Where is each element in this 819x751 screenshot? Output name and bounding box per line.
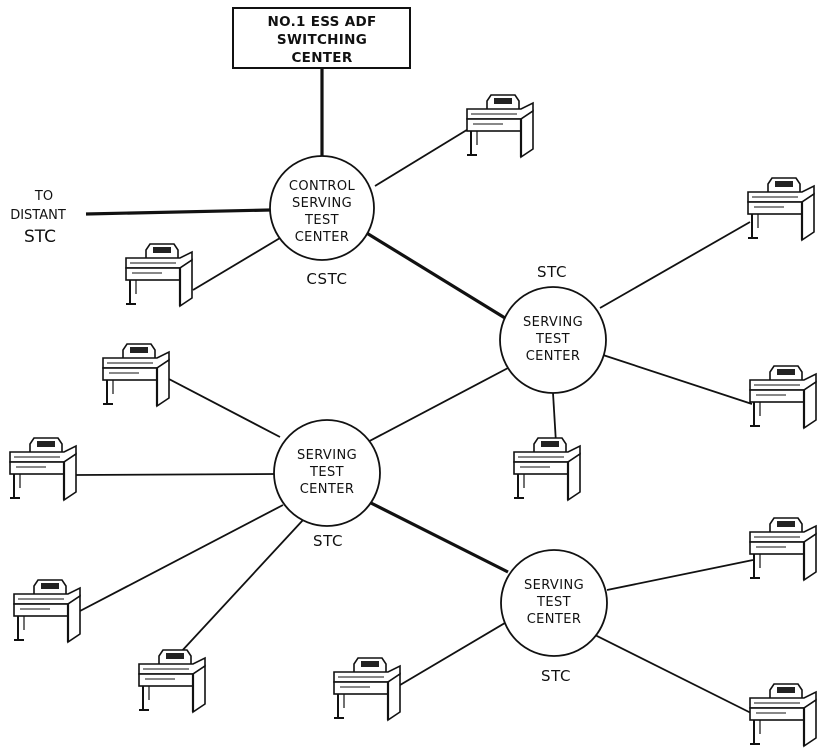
stc-c-tag: STC bbox=[541, 667, 571, 685]
switching-center-rect bbox=[232, 7, 411, 69]
stc-a-line-3: CENTER bbox=[526, 349, 581, 364]
link-stc-c-terminal-1 bbox=[606, 559, 754, 591]
distant-stc-label: TO DISTANT STC bbox=[10, 189, 66, 247]
control-serving-test-center: CONTROL SERVING TEST CENTER CSTC bbox=[269, 155, 375, 288]
switching-center-line-2: SWITCHING bbox=[277, 32, 367, 48]
serving-test-center-b: SERVING TEST CENTER STC bbox=[273, 419, 381, 550]
distant-line-2: DISTANT bbox=[10, 208, 66, 223]
stc-b-line-3: CENTER bbox=[300, 482, 355, 497]
serving-test-center-c: SERVING TEST CENTER STC bbox=[500, 549, 608, 685]
cstc-line-4: CENTER bbox=[295, 230, 350, 245]
teletypewriter-terminal-icon bbox=[748, 364, 818, 430]
cstc-tag: CSTC bbox=[306, 270, 347, 288]
link-cstc-terminal-1 bbox=[374, 127, 471, 187]
teletypewriter-terminal-icon bbox=[124, 242, 194, 308]
link-stc-b-terminal-1 bbox=[166, 377, 281, 438]
stc-b-line-1: SERVING bbox=[297, 448, 357, 463]
teletypewriter-terminal-icon bbox=[137, 648, 207, 714]
teletypewriter-terminal-icon bbox=[748, 516, 818, 582]
link-cstc-stc-a bbox=[364, 230, 506, 320]
teletypewriter-terminal-icon bbox=[748, 682, 818, 748]
cstc-circle bbox=[269, 155, 375, 261]
cstc-line-1: CONTROL bbox=[289, 179, 356, 194]
distant-line-1: TO bbox=[34, 189, 53, 204]
teletypewriter-terminal-icon bbox=[465, 93, 535, 159]
stc-c-line-1: SERVING bbox=[524, 578, 584, 593]
cstc-line-2: SERVING bbox=[292, 196, 352, 211]
teletypewriter-terminal-icon bbox=[12, 578, 82, 644]
teletypewriter-terminal-icon bbox=[8, 436, 78, 502]
distant-line-3: STC bbox=[24, 227, 56, 247]
stc-b-line-2: TEST bbox=[309, 465, 344, 480]
terminals bbox=[8, 93, 818, 748]
link-stc-a-stc-b bbox=[361, 367, 509, 446]
link-stc-b-terminal-2 bbox=[75, 473, 277, 476]
stc-a-circle bbox=[499, 286, 607, 394]
connection-lines bbox=[75, 68, 756, 716]
teletypewriter-terminal-icon bbox=[332, 656, 402, 722]
link-distant-cstc bbox=[85, 208, 271, 216]
stc-b-circle bbox=[273, 419, 381, 527]
link-stc-a-terminal-2 bbox=[602, 354, 753, 405]
stc-a-line-2: TEST bbox=[535, 332, 570, 347]
switching-center-line-1: NO.1 ESS ADF bbox=[268, 14, 377, 30]
link-stc-a-terminal-1 bbox=[599, 221, 751, 309]
stc-c-line-2: TEST bbox=[536, 595, 571, 610]
stc-a-line-1: SERVING bbox=[523, 315, 583, 330]
teletypewriter-terminal-icon bbox=[101, 342, 171, 408]
link-stc-c-terminal-3 bbox=[592, 633, 756, 716]
stc-b-tag: STC bbox=[313, 532, 343, 550]
serving-test-center-a: STC SERVING TEST CENTER bbox=[499, 263, 607, 394]
link-stc-b-terminal-3 bbox=[79, 504, 284, 612]
link-cstc-terminal-2 bbox=[192, 237, 281, 291]
stc-c-circle bbox=[500, 549, 608, 657]
switching-center-line-3: CENTER bbox=[291, 50, 352, 66]
stc-a-tag: STC bbox=[537, 263, 567, 281]
stc-c-line-3: CENTER bbox=[527, 612, 582, 627]
link-stc-b-terminal-4 bbox=[179, 519, 304, 654]
cstc-line-3: TEST bbox=[304, 213, 339, 228]
link-stc-c-terminal-2 bbox=[394, 619, 511, 689]
teletypewriter-terminal-icon bbox=[746, 176, 816, 242]
link-stc-a-terminal-3 bbox=[552, 392, 557, 444]
teletypewriter-terminal-icon bbox=[512, 436, 582, 502]
link-stc-b-stc-c bbox=[364, 498, 509, 574]
switching-center-box: NO.1 ESS ADF SWITCHING CENTER bbox=[232, 7, 411, 69]
